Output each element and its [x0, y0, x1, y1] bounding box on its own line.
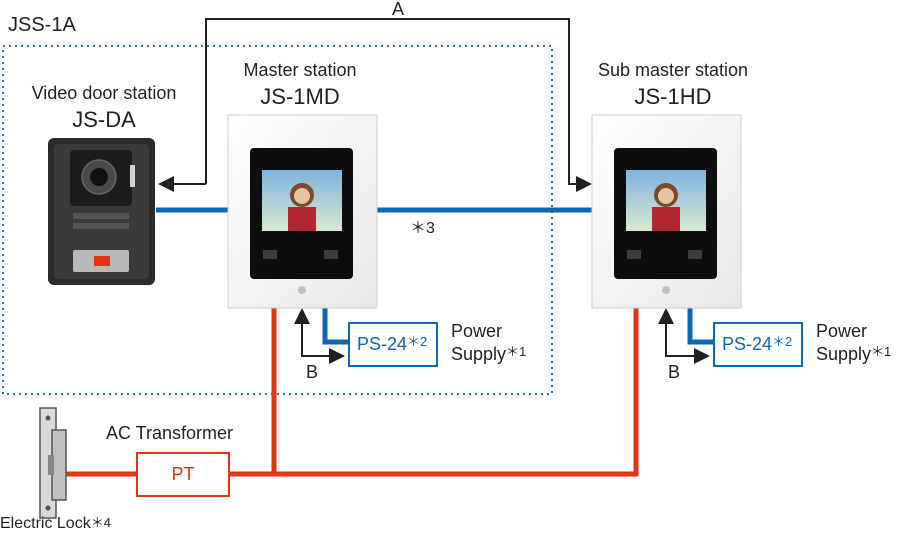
- red-wire-sub: [274, 308, 639, 477]
- sub-ps-label-2: Supply＊1: [816, 344, 892, 364]
- sub-ps-box: [713, 322, 803, 367]
- wire-a-label: A: [392, 0, 405, 19]
- electric-lock-device: [39, 407, 67, 519]
- blue-wire-master-ps: [322, 308, 348, 345]
- transformer-unit: PT: [171, 464, 195, 484]
- wire-b-sub-label: B: [668, 362, 681, 382]
- sub-master-station-device: [591, 114, 742, 309]
- master-station-model: JS-1MD: [260, 84, 340, 109]
- blue-wire-sub-ps: [687, 308, 713, 345]
- transformer-label: AC Transformer: [106, 423, 234, 443]
- note-3: ＊3: [410, 220, 435, 237]
- master-station-role: Master station: [243, 60, 357, 80]
- master-ps-unit: PS-24＊2: [357, 334, 428, 354]
- door-station-model: JS-DA: [72, 107, 136, 132]
- wire-a: [205, 18, 592, 192]
- master-station-device: [227, 114, 378, 309]
- master-ps-label-2: Supply＊1: [451, 344, 527, 364]
- door-station-role: Video door station: [31, 83, 177, 103]
- electric-lock-label: Electric Lock＊4: [0, 515, 111, 532]
- sub-master-station-role: Sub master station: [597, 60, 749, 80]
- wire-b-sub: [665, 312, 710, 364]
- system-label: JSS-1A: [8, 14, 76, 36]
- wire-b-master-label: B: [306, 362, 319, 382]
- master-ps-box: [348, 322, 438, 367]
- red-wire: [230, 308, 277, 477]
- transformer-box: [136, 452, 230, 497]
- sub-ps-unit: PS-24＊2: [722, 334, 793, 354]
- master-ps-label-1: Power: [451, 321, 503, 341]
- sub-ps-label-1: Power: [816, 321, 868, 341]
- door-station-device: [48, 138, 155, 285]
- sub-master-station-model: JS-1HD: [634, 84, 712, 109]
- system-boundary: [2, 45, 553, 395]
